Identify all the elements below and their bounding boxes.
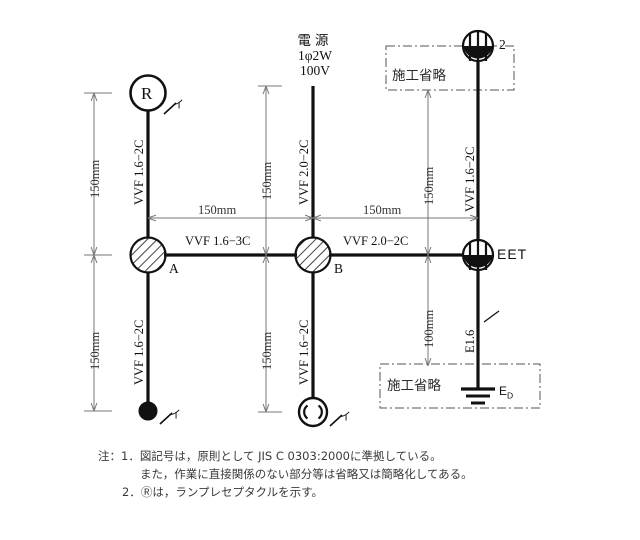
ground-letter: E	[499, 384, 508, 398]
lamp-receptacle-tick-mark	[163, 102, 177, 115]
ground-subscript: D	[507, 390, 514, 401]
note-line-2: また，作業に直接関係のない部分等は省略又は簡略化してある。	[140, 466, 473, 481]
box-a-label: A	[169, 261, 179, 276]
cable-label-a-to-switch: VVF 1.6−2C	[132, 319, 146, 385]
lamp-receptacle-letter: R	[141, 84, 153, 103]
dim-label-eet-to-ground: 100mm	[422, 309, 436, 348]
mark-i-ceiling: イ	[340, 411, 351, 423]
dim-label-a-to-b: 150mm	[198, 203, 237, 217]
notes-block: 注：1．図記号は，原則として JIS C 0303:2000に準拠している。 ま…	[98, 448, 473, 501]
cable-label-b-to-eet: VVF 2.0−2C	[343, 234, 409, 248]
omission-box-bottom	[379, 363, 541, 409]
power-source-line1: 電源	[297, 33, 333, 48]
omission-label-bottom: 施工省略	[387, 378, 441, 394]
note-line-3: 2．Ⓡは，ランプレセプタクルを示す。	[122, 484, 323, 499]
note-line-1: 注：1．図記号は，原則として JIS C 0303:2000に準拠している。	[98, 449, 442, 463]
ceiling-rosette-tick-mark	[329, 414, 343, 427]
mark-i-switch: イ	[170, 409, 181, 421]
dim-label-r-to-a: 150mm	[88, 159, 102, 198]
eet-label: EET	[497, 246, 528, 262]
outlet-box-b-symbol	[294, 236, 332, 274]
cable-label-a-to-b: VVF 1.6−3C	[185, 234, 251, 248]
power-source-line3: 100V	[300, 63, 330, 79]
cable-label-earth: E1.6	[463, 329, 477, 353]
mark-i-lamp: イ	[173, 99, 184, 111]
switch-tick-mark	[159, 412, 173, 425]
outlet-box-a-symbol	[129, 236, 167, 274]
power-source-label: 電源 1φ2W 100V	[281, 33, 349, 78]
outlet-2p-symbol	[461, 29, 495, 63]
earth-wire-tick-mark	[483, 310, 500, 323]
switch-symbol	[138, 401, 158, 421]
eet-outlet-symbol	[461, 238, 495, 272]
dim-label-b-to-eet: 150mm	[363, 203, 402, 217]
dim-label-a-to-switch: 150mm	[88, 331, 102, 370]
cable-label-eet-to-outlet: VVF 1.6−2C	[463, 146, 477, 212]
cable-label-source-to-b: VVF 2.0−2C	[297, 139, 311, 205]
outlet-count-label: 2	[499, 37, 506, 52]
ground-electrode-symbol	[461, 387, 495, 405]
dim-label-source-to-b: 150mm	[260, 161, 274, 200]
dim-label-eet-to-outlet: 150mm	[422, 166, 436, 205]
cable-label-r-to-a: VVF 1.6−2C	[132, 139, 146, 205]
power-source-line2: 1φ2W	[297, 48, 333, 64]
omission-box-top	[385, 45, 515, 91]
omission-label-top: 施工省略	[392, 68, 446, 84]
ground-label: ED	[499, 384, 513, 400]
dim-label-b-to-ceiling: 150mm	[260, 331, 274, 370]
box-b-label: B	[334, 261, 344, 276]
lamp-receptacle-symbol	[129, 74, 167, 112]
cable-label-b-to-ceiling: VVF 1.6−2C	[297, 319, 311, 385]
ceiling-rosette-symbol	[297, 396, 329, 428]
